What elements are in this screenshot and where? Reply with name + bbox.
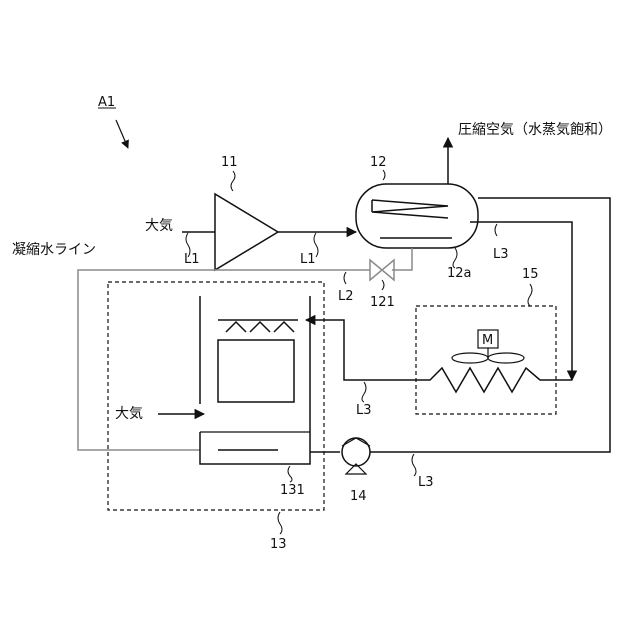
tank-bottom-leader: [453, 248, 457, 268]
basin-leader: [288, 466, 292, 482]
spray-nozzle-1: [226, 322, 246, 332]
tank-label: 12: [370, 155, 387, 170]
cooler-coil-line: [306, 320, 572, 392]
compressor-leader: [231, 171, 235, 191]
cooler-label: 15: [522, 267, 539, 282]
condensate-drop: [392, 248, 412, 270]
tank-leader: [383, 170, 385, 180]
L3-tower-leader: [362, 382, 366, 402]
line-L3-tank-label: L3: [493, 247, 509, 262]
tank-coil: [372, 200, 448, 218]
spray-nozzle-2: [250, 322, 270, 332]
line-L2-label: L2: [338, 289, 354, 304]
tower-leader: [278, 512, 282, 534]
compressor-label: 11: [221, 155, 238, 170]
figure-id-arrow: [116, 120, 128, 148]
line-L3-return: [370, 198, 610, 452]
valve-leader: [382, 280, 384, 290]
pump-body: [342, 438, 370, 466]
atmos-label-1: 大気: [145, 218, 173, 234]
valve-left: [370, 260, 382, 280]
L3-bottom-leader: [412, 454, 416, 476]
pump-label: 14: [350, 489, 367, 504]
line-L1-in-label: L1: [184, 252, 200, 267]
basin-label: 131: [280, 483, 305, 498]
tower-label: 13: [270, 537, 287, 552]
cooler-leader: [528, 284, 532, 306]
line-L3-to-cooler: [470, 222, 572, 380]
cooling-tower-boundary: [108, 282, 324, 510]
atmos-label-2: 大気: [115, 406, 143, 422]
line-L1-out-label: L1: [300, 252, 316, 267]
fan-blade-right: [488, 353, 524, 363]
valve-label: 121: [370, 295, 395, 310]
motor-label: M: [482, 333, 493, 348]
line-L2-condensate: [78, 270, 370, 450]
spray-nozzle-3: [274, 322, 294, 332]
fan-blade-left: [452, 353, 488, 363]
line-L3-bottom-label: L3: [418, 475, 434, 490]
tank-bottom-label: 12a: [447, 266, 472, 281]
L2-leader: [344, 272, 346, 284]
tower-fill: [218, 340, 294, 402]
line-L3-tower-label: L3: [356, 403, 372, 418]
tower-basin: [200, 432, 310, 464]
L3-tank-leader: [495, 224, 497, 236]
compressed-air-label: 圧縮空気（水蒸気飽和）: [458, 121, 612, 138]
compressor-shape: [215, 194, 278, 270]
condensate-line-label: 凝縮水ライン: [12, 242, 96, 258]
